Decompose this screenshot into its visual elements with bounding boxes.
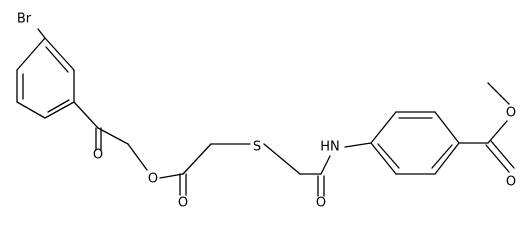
ring2-bond — [370, 111, 397, 144]
atom-labels: Br O O O S HN O O O — [17, 12, 516, 211]
ring1-bond — [44, 101, 75, 119]
methyl-ester-double-bond — [490, 140, 515, 169]
ester-oxygen-label: O — [148, 172, 158, 187]
ring1-double-bond — [45, 46, 69, 73]
methyl-ester-oxygen-label: O — [506, 106, 516, 121]
ring1-bond — [44, 37, 75, 71]
bond-ester-o — [487, 120, 508, 144]
bond-carbonyl-ch2 — [97, 127, 129, 145]
ring1-double-bond — [47, 99, 70, 113]
ring2-bond — [434, 142, 460, 175]
ring2-double-bond — [431, 144, 453, 169]
ester-carbonyl-oxygen-label: O — [178, 196, 188, 211]
amide-oxygen-label: O — [316, 196, 326, 211]
sulfur-label: S — [253, 140, 261, 155]
structure-canvas: Br O O O S HN O O O — [16, 11, 517, 211]
methyl-ester-carbonyl-oxygen-label: O — [506, 175, 516, 190]
bond-o-ester-c — [159, 173, 184, 179]
chemical-structure: Br O O O S HN O O O — [16, 12, 516, 211]
bromine-label: Br — [17, 12, 32, 27]
bond-br-ring — [37, 28, 46, 39]
bond-o-methyl — [487, 82, 510, 105]
bond-s-ch2 — [263, 143, 301, 175]
ketone-oxygen-label: O — [93, 148, 103, 163]
bonds — [16, 28, 515, 197]
bond-ester-ch2 — [182, 143, 212, 175]
bond-ch2-o — [127, 143, 148, 171]
ring2-bond — [434, 111, 460, 144]
ring1-bond — [16, 101, 46, 119]
bond-ring-carbonyl — [73, 101, 99, 129]
ring2-double-bond — [377, 143, 400, 169]
bond-amide-nh — [320, 155, 331, 175]
ring1-bond — [16, 37, 46, 71]
methyl-ester-double-bond — [485, 144, 510, 173]
amide-nitrogen-label: HN — [320, 140, 340, 155]
bond-nh-ring — [344, 142, 372, 148]
ring2-bond — [370, 142, 397, 175]
